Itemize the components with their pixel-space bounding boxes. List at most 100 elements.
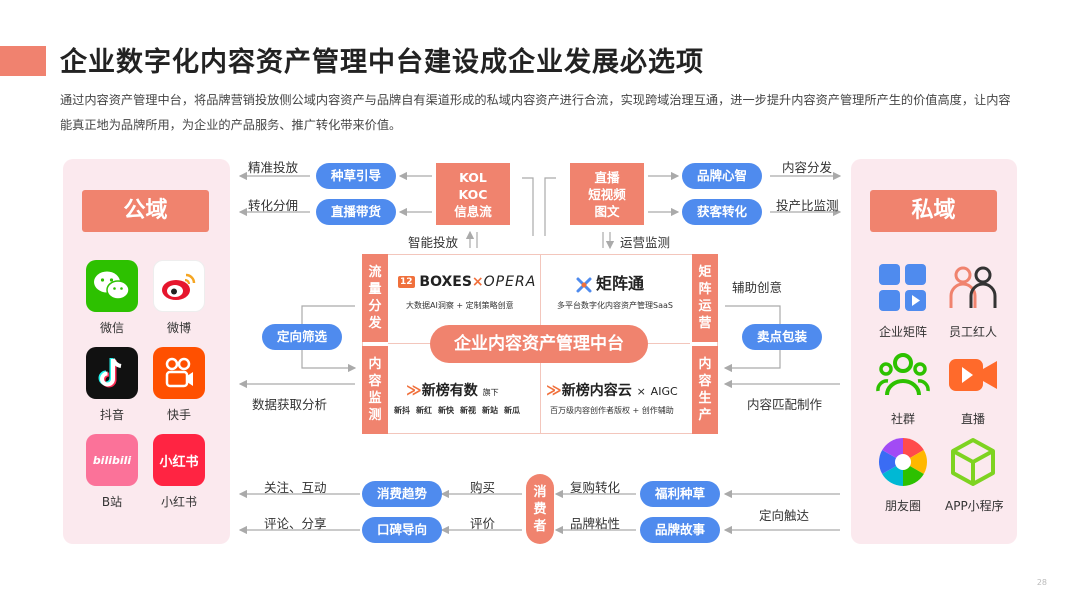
box-live-video-text: 直播 短视频 图文 — [570, 163, 644, 225]
pill-customer-conversion[interactable]: 获客转化 — [682, 199, 762, 225]
brand-times: × — [636, 385, 646, 398]
app-label: B站 — [101, 495, 123, 509]
app-employee-kol[interactable]: 员工红人 — [945, 260, 1001, 340]
enterprise-matrix-icon — [875, 260, 931, 316]
brand-badge: 12 — [398, 276, 415, 288]
label-review: 评价 — [470, 516, 496, 531]
label-data-analysis: 数据获取分析 — [252, 397, 328, 412]
side-bar-text: 内容生产 — [698, 357, 712, 423]
label-comment-share: 评论、分享 — [264, 516, 327, 531]
label-follow-interact: 关注、互动 — [264, 480, 327, 495]
app-douyin[interactable]: 抖音 — [84, 347, 140, 423]
box-line: 短视频 — [588, 186, 626, 202]
side-bar-text: 矩阵运营 — [698, 265, 712, 331]
app-label: 直播 — [960, 412, 985, 426]
pill-selling-point-packaging[interactable]: 卖点包装 — [742, 324, 822, 350]
label-smart-placement: 智能投放 — [408, 235, 459, 250]
community-icon — [875, 347, 931, 403]
pill-reputation-guide[interactable]: 口碑导向 — [362, 517, 442, 543]
moments-icon — [875, 434, 931, 490]
label-creative-assist: 辅助创意 — [732, 280, 783, 295]
page-number: 28 — [1036, 578, 1047, 587]
bilibili-icon: bilibili — [86, 434, 138, 486]
app-label: 员工红人 — [948, 325, 997, 339]
app-label: 小红书 — [160, 495, 197, 509]
pill-benefit-seeding[interactable]: 福利种草 — [640, 481, 720, 507]
box-line: KOC — [458, 186, 488, 202]
pill-seeding-guide[interactable]: 种草引导 — [316, 163, 396, 189]
weibo-icon — [153, 260, 205, 312]
brand-text: 新榜有数 — [421, 383, 478, 399]
side-bar-text: 流量分发 — [368, 265, 382, 331]
juzhentong-logo-icon — [575, 276, 593, 294]
box-line: 图文 — [594, 203, 620, 219]
brand-text: OPERA — [483, 274, 537, 290]
box-line: KOL — [459, 169, 487, 185]
side-bar-traffic-distribution: 流量分发 — [362, 254, 388, 342]
brand-times: × — [471, 274, 484, 290]
xinbang-subproducts: 新抖 新红 新快 新视 新站 新瓜 — [394, 405, 520, 416]
label-content-matching: 内容匹配制作 — [747, 397, 823, 412]
consumer-text: 消费者 — [533, 484, 547, 534]
subproduct: 新抖 — [394, 406, 410, 415]
brand-tag: AIGC — [650, 385, 678, 398]
label-purchase: 购买 — [470, 480, 496, 495]
app-label: 企业矩阵 — [878, 325, 927, 339]
private-domain-title: 私域 — [870, 190, 997, 232]
brand-xinbang-content-cloud: ≫新榜内容云 × AIGC — [546, 380, 678, 400]
subproduct: 新视 — [460, 406, 476, 415]
label-content-distribution: 内容分发 — [782, 160, 833, 175]
subproduct: 新站 — [482, 406, 498, 415]
app-label: APP小程序 — [945, 499, 1004, 513]
douyin-icon — [86, 347, 138, 399]
page-description: 通过内容资产管理中台，将品牌营销投放侧公域内容资产与品牌自有渠道形成的私域内容资… — [60, 93, 1011, 132]
label-targeted-reach: 定向触达 — [759, 508, 810, 523]
page-title: 企业数字化内容资产管理中台建设成企业发展必选项 — [60, 47, 704, 78]
center-platform-pill[interactable]: 企业内容资产管理中台 — [430, 325, 648, 363]
public-domain-title: 公域 — [82, 190, 209, 232]
pill-consumption-trend[interactable]: 消费趋势 — [362, 481, 442, 507]
brand-subtitle: 百万级内容创作者版权 + 创作辅助 — [550, 406, 674, 415]
xinbang-logo-icon: ≫ — [406, 381, 422, 399]
brand-subtitle: 多平台数字化内容资产管理SaaS — [557, 301, 673, 310]
app-enterprise-matrix[interactable]: 企业矩阵 — [875, 260, 931, 340]
app-label: 快手 — [166, 408, 191, 422]
xinbang-logo-icon: ≫ — [546, 381, 562, 399]
app-mini-program[interactable]: APP小程序 — [945, 434, 1004, 514]
brand-xinbang-data: ≫新榜有数 旗下 — [406, 380, 499, 400]
side-bar-content-monitoring: 内容监测 — [362, 346, 388, 434]
app-label: 朋友圈 — [884, 499, 921, 513]
app-moments[interactable]: 朋友圈 — [875, 434, 931, 514]
app-label: 抖音 — [99, 408, 124, 422]
label-repurchase: 复购转化 — [570, 480, 621, 495]
pill-brand-story[interactable]: 品牌故事 — [640, 517, 720, 543]
app-live[interactable]: 直播 — [945, 347, 1001, 427]
brand-juzhentong: 矩阵通 — [575, 270, 644, 294]
mini-program-cube-icon — [945, 434, 1001, 490]
pill-brand-mindshare[interactable]: 品牌心智 — [682, 163, 762, 189]
side-bar-matrix-operation: 矩阵运营 — [692, 254, 718, 342]
brand-text: 矩阵通 — [596, 274, 645, 293]
live-video-icon — [945, 347, 1001, 403]
pill-targeted-filtering[interactable]: 定向筛选 — [262, 324, 342, 350]
employee-kol-icon — [945, 260, 1001, 316]
kuaishou-icon — [153, 347, 205, 399]
app-wechat[interactable]: 微信 — [84, 260, 140, 336]
box-line: 信息流 — [454, 203, 492, 219]
brand-text: 新榜内容云 — [561, 383, 632, 399]
app-label: 社群 — [890, 412, 915, 426]
brand-tag: 旗下 — [482, 388, 499, 397]
label-roi-monitoring: 投产比监测 — [776, 198, 839, 213]
brand-subtitle: 大数据AI洞察 + 定制策略创意 — [406, 301, 514, 310]
app-kuaishou[interactable]: 快手 — [151, 347, 207, 423]
app-community[interactable]: 社群 — [875, 347, 931, 427]
title-accent-bar — [0, 46, 46, 76]
pill-live-commerce[interactable]: 直播带货 — [316, 199, 396, 225]
app-xiaohongshu[interactable]: 小红书 小红书 — [151, 434, 207, 510]
subproduct: 新瓜 — [504, 406, 520, 415]
wechat-icon — [86, 260, 138, 312]
app-bilibili[interactable]: bilibili B站 — [84, 434, 140, 510]
brand-text: BOXES — [419, 274, 472, 290]
app-weibo[interactable]: 微博 — [151, 260, 207, 336]
label-brand-stickiness: 品牌粘性 — [570, 516, 621, 531]
